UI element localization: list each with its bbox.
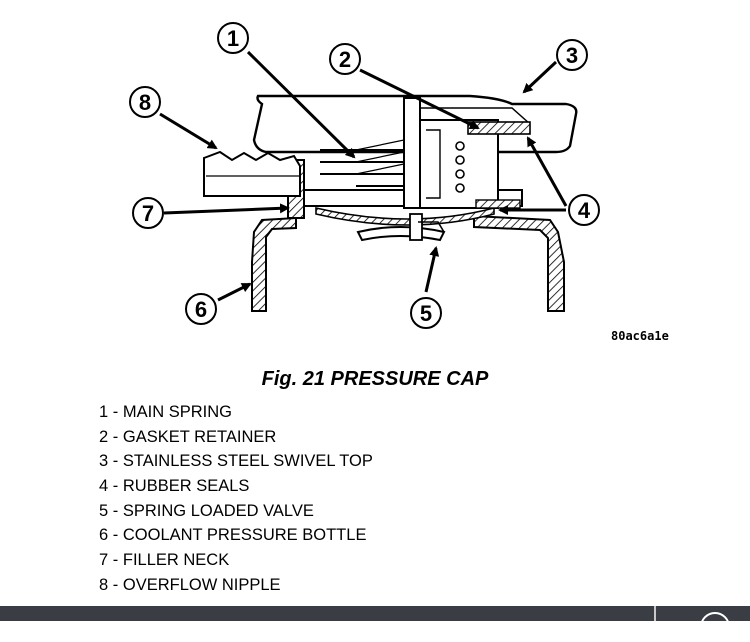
svg-text:1: 1 (227, 26, 239, 51)
figure-code: 80ac6a1e (611, 329, 669, 343)
svg-text:2: 2 (339, 47, 351, 72)
legend-separator: - (108, 403, 123, 421)
svg-text:5: 5 (420, 301, 432, 326)
bottom-toolbar (0, 606, 750, 621)
spring-loaded-valve-shape (356, 213, 446, 242)
legend-label: STAINLESS STEEL SWIVEL TOP (122, 452, 373, 471)
legend-number: 8 (99, 575, 109, 594)
callout-4: 4 (568, 194, 600, 226)
legend-number: 4 (99, 477, 109, 496)
callout-6: 6 (185, 293, 217, 325)
callout-7: 7 (132, 197, 164, 229)
legend-item: 5 - SPRING LOADED VALVE (99, 499, 373, 524)
legend-separator: - (108, 501, 123, 520)
legend-separator: - (108, 452, 123, 471)
legend-item: 6 - COOLANT PRESSURE BOTTLE (99, 523, 373, 548)
coolant-bottle-shape (251, 214, 565, 312)
legend-number: 3 (99, 452, 109, 471)
overflow-nipple-shape (203, 150, 301, 197)
legend-item: 8 - OVERFLOW NIPPLE (99, 573, 373, 598)
legend-number: 1 (99, 403, 109, 421)
legend-number: 7 (99, 551, 109, 570)
callout-leaders (159, 50, 568, 302)
main-spring-shape (320, 139, 405, 187)
legend-separator: - (108, 427, 123, 446)
toolbar-divider (654, 606, 656, 621)
callout-3: 3 (556, 39, 588, 71)
legend-number: 2 (99, 427, 109, 446)
legend-label: OVERFLOW NIPPLE (122, 575, 281, 594)
svg-text:4: 4 (578, 198, 591, 223)
legend-label: SPRING LOADED VALVE (122, 501, 314, 520)
svg-text:3: 3 (566, 43, 578, 68)
legend-item: 4 - RUBBER SEALS (99, 474, 373, 499)
legend-separator: - (108, 526, 123, 545)
legend-label: MAIN SPRING (122, 403, 232, 421)
callout-2: 2 (329, 43, 361, 75)
callout-1: 1 (217, 22, 249, 54)
svg-text:7: 7 (142, 201, 154, 226)
legend-list: 1 - MAIN SPRING 2 - GASKET RETAINER 3 - … (99, 400, 373, 598)
legend-number: 5 (99, 501, 109, 520)
legend-item: 2 - GASKET RETAINER (99, 425, 373, 450)
legend-separator: - (108, 477, 123, 496)
legend-label: COOLANT PRESSURE BOTTLE (122, 526, 367, 545)
figure-caption: Fig. 21 PRESSURE CAP (261, 368, 489, 390)
callout-5: 5 (410, 297, 442, 329)
legend-number: 6 (99, 526, 109, 545)
legend-item: 7 - FILLER NECK (99, 548, 373, 573)
legend-label: FILLER NECK (122, 551, 230, 570)
legend-item: 3 - STAINLESS STEEL SWIVEL TOP (99, 449, 373, 474)
legend-label: RUBBER SEALS (122, 477, 250, 496)
pressure-cap-diagram: 1 2 3 4 5 6 7 8 (129, 22, 600, 329)
toolbar-circle-icon[interactable] (700, 612, 730, 642)
svg-text:6: 6 (195, 297, 207, 322)
svg-text:8: 8 (139, 90, 151, 115)
legend-separator: - (108, 551, 123, 570)
legend-item: 1 - MAIN SPRING (99, 400, 373, 425)
legend-label: GASKET RETAINER (122, 427, 277, 446)
legend-separator: - (108, 575, 123, 594)
pressure-cap-illustration: 1 2 3 4 5 6 7 8 (129, 22, 600, 329)
callout-8: 8 (129, 86, 161, 118)
